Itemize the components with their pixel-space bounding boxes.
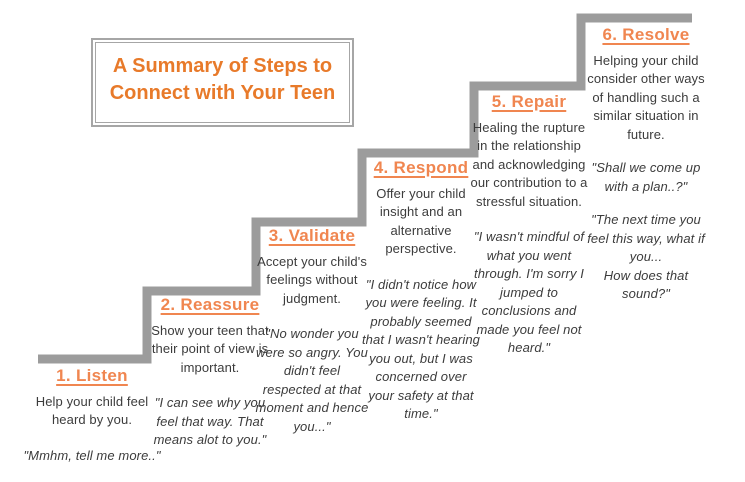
step-quote: "Shall we come up with a plan..?"	[591, 160, 701, 194]
step-label: 2. Reassure	[160, 295, 260, 314]
step-1-listen: 1. Listen Help your child feel heard by …	[22, 366, 162, 465]
step-label: 6. Resolve	[602, 25, 690, 44]
step-quote: "I wasn't mindful of what you went throu…	[473, 229, 585, 355]
step-quote: "Mmhm, tell me more.."	[23, 447, 161, 463]
step-3-validate: 3. Validate Accept your child's feelings…	[255, 226, 369, 436]
step-quote: "The next time you feel this way, what i…	[587, 212, 705, 301]
step-description: Show your teen that their point of view …	[151, 323, 269, 375]
step-description: Accept your child's feelings without jud…	[257, 254, 367, 306]
step-label: 1. Listen	[56, 366, 128, 385]
step-6-resolve: 6. Resolve Helping your child consider o…	[580, 25, 712, 303]
step-description: Helping your child consider other ways o…	[587, 53, 705, 142]
title-box-inner-border: A Summary of Steps to Connect with Your …	[95, 42, 350, 123]
step-description: Help your child feel heard by you.	[35, 394, 149, 428]
page-title: A Summary of Steps to Connect with Your …	[109, 55, 336, 104]
step-label: 4. Respond	[373, 158, 469, 177]
step-quote: "I can see why you feel that way. That m…	[153, 395, 267, 448]
step-quote: "No wonder you were so angry. You didn't…	[255, 326, 369, 434]
step-description: Healing the rupture in the relationship …	[470, 120, 588, 209]
step-description: Offer your child insight and an alternat…	[376, 186, 466, 257]
step-5-repair: 5. Repair Healing the rupture in the rel…	[470, 92, 588, 357]
staircase-line	[38, 13, 692, 364]
step-label: 5. Repair	[491, 92, 567, 111]
step-quote: "I didn't notice how you were feeling. I…	[361, 276, 481, 421]
step-4-respond: 4. Respond Offer your child insight and …	[361, 158, 481, 423]
step-label: 3. Validate	[268, 226, 356, 245]
title-box: A Summary of Steps to Connect with Your …	[91, 38, 354, 127]
step-2-reassure: 2. Reassure Show your teen that their po…	[146, 295, 274, 450]
